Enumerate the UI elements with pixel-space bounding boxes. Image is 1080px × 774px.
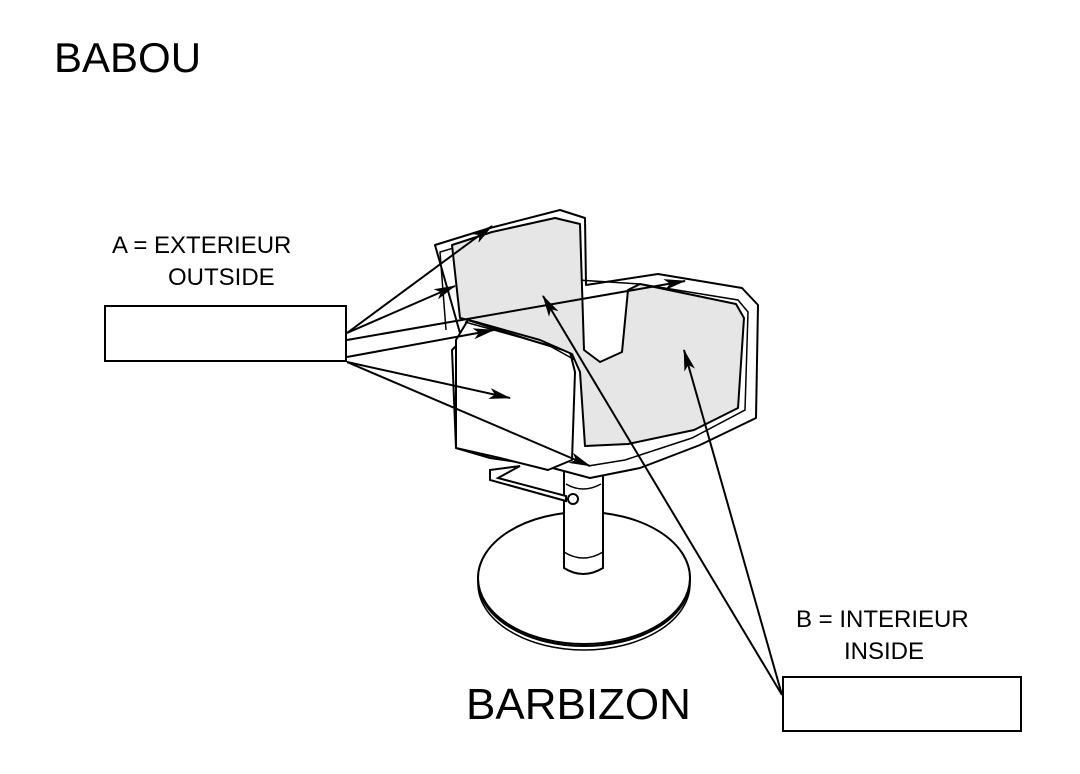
- label-b-inside: INSIDE: [844, 638, 925, 665]
- pump-lever: [489, 465, 579, 505]
- left-arm: [455, 319, 576, 471]
- answer-box-a-exterior[interactable]: [104, 305, 347, 362]
- model-name-babou: BABOU: [54, 34, 202, 81]
- chair-column: [563, 470, 604, 575]
- label-b-interieur: B = INTERIEUR: [796, 606, 969, 633]
- label-a-outside: OUTSIDE: [168, 264, 275, 291]
- label-a-exterieur: A = EXTERIEUR: [112, 232, 292, 259]
- arrows-b-interior: [542, 295, 783, 696]
- arrows-a-exterior: [346, 225, 687, 467]
- model-name-barbizon: BARBIZON: [466, 680, 691, 729]
- chair-base: [477, 511, 691, 651]
- answer-box-b-interior[interactable]: [782, 676, 1022, 732]
